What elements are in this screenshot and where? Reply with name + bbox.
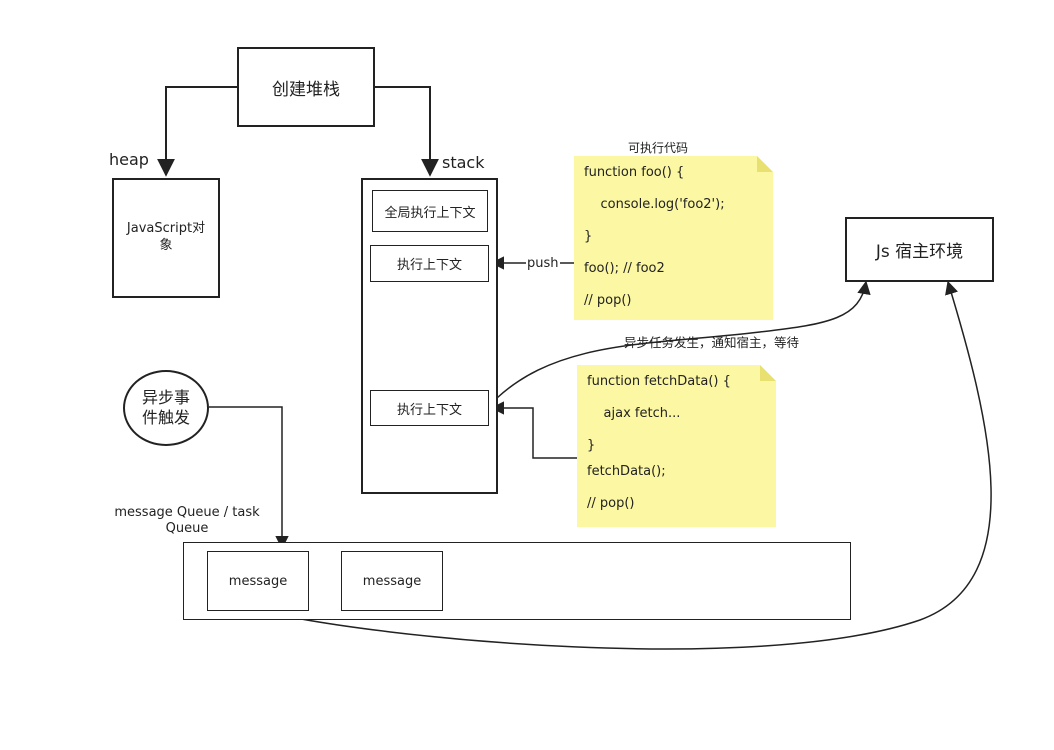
code-line: // pop() <box>584 293 632 308</box>
heap-content: JavaScript对象 <box>126 221 206 253</box>
arrow-create-to-heap <box>157 86 237 177</box>
async-message-label: 异步任务发生，通知宿主，等待 <box>624 335 800 350</box>
heap-label: heap <box>109 150 149 169</box>
async-code-line: ajax fetch... <box>587 406 681 421</box>
async-note: function fetchData() { ajax fetch... } f… <box>577 365 776 527</box>
code-line: } <box>584 229 593 244</box>
heap-box: JavaScript对象 <box>112 178 220 298</box>
code-line: foo(); // foo2 <box>584 261 665 276</box>
global-context-box: 全局执行上下文 <box>372 190 488 232</box>
context-label-1: 执行上下文 <box>396 258 462 273</box>
context-box-2: 执行上下文 <box>370 390 489 426</box>
code-note: function foo() { console.log('foo2'); } … <box>574 156 773 320</box>
arrow-fetch-to-context <box>490 401 586 459</box>
code-note-title: 可执行代码 <box>628 141 689 155</box>
queue-message-label-2: message <box>362 573 422 589</box>
arrow-event-to-queue <box>209 406 289 550</box>
stack-label: stack <box>442 153 485 172</box>
queue-message-label-1: message <box>228 573 288 589</box>
async-code-line: } <box>587 438 596 453</box>
push-label: push <box>526 256 560 271</box>
code-line: console.log('foo2'); <box>584 197 725 212</box>
async-event-label: 异步事件触发 <box>141 388 190 427</box>
create-stack-label: 创建堆栈 <box>272 79 340 100</box>
queue-label: message Queue / task Queue <box>114 505 260 537</box>
create-stack-box: 创建堆栈 <box>237 47 375 127</box>
context-label-2: 执行上下文 <box>396 402 462 418</box>
host-box: Js 宿主环境 <box>845 217 994 282</box>
queue-message-2: message <box>341 551 443 611</box>
async-code-line: // pop() <box>587 496 635 511</box>
async-event-circle: 异步事件触发 <box>123 370 209 446</box>
arrow-context-to-host <box>496 280 871 399</box>
async-code-line: fetchData(); <box>587 464 666 479</box>
global-context-label: 全局执行上下文 <box>384 205 476 221</box>
code-line: function foo() { <box>584 165 685 180</box>
queue-message-1: message <box>207 551 309 611</box>
arrow-create-to-stack <box>374 86 439 177</box>
arrow-message-to-host <box>257 280 992 650</box>
host-label: Js 宿主环境 <box>875 242 964 262</box>
async-code-line: function fetchData() { <box>587 374 731 389</box>
context-box-1: 执行上下文 <box>370 245 489 282</box>
